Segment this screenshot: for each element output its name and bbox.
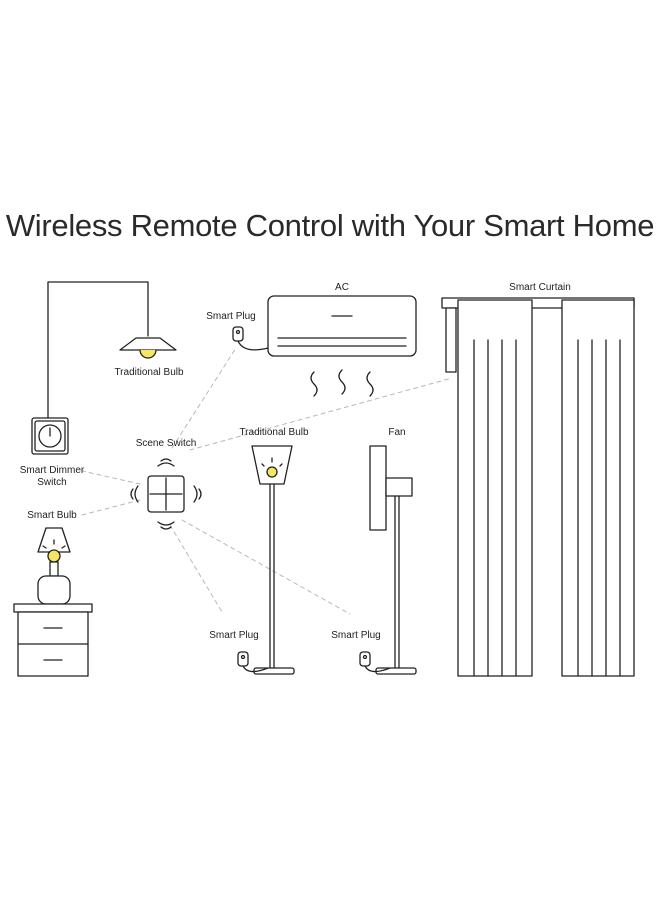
smart-plug-fan-label: Smart Plug: [331, 630, 381, 641]
smart-plug-ac-label: Smart Plug: [206, 311, 256, 322]
fan-icon: [369, 445, 417, 675]
table-lamp-icon: [37, 527, 71, 605]
scene-switch-label: Scene Switch: [135, 438, 197, 449]
pendant-lamp-icon: [119, 337, 177, 359]
page-title: Wireless Remote Control with Your Smart …: [5, 208, 655, 243]
smart-dimmer-label-line2: Switch: [37, 477, 67, 488]
smart-curtain-icon: [441, 297, 635, 677]
floor-lamp-icon: [251, 445, 295, 675]
smart-plug-fan-icon: [359, 651, 391, 673]
smart-bulb-label: Smart Bulb: [27, 510, 77, 521]
smart-curtain-label: Smart Curtain: [509, 282, 571, 293]
scene-switch-icon: [130, 458, 202, 530]
traditional-bulb-lamp-label: Traditional Bulb: [239, 427, 309, 438]
ac-label: AC: [335, 282, 349, 293]
smart-plug-ac-icon: [232, 326, 269, 351]
smart-plug-lamp-icon: [237, 651, 269, 673]
smart-plug-lamp-label: Smart Plug: [209, 630, 259, 641]
nightstand-icon: [13, 603, 93, 677]
fan-label: Fan: [388, 427, 406, 438]
pendant-wire: [47, 281, 149, 419]
ac-unit-icon: [267, 295, 417, 397]
smart-dimmer-label-line1: Smart Dimmer: [19, 465, 85, 476]
smart-dimmer-switch-icon: [31, 417, 69, 455]
traditional-bulb-pendant-label: Traditional Bulb: [114, 367, 184, 378]
wireless-links: [77, 347, 453, 615]
